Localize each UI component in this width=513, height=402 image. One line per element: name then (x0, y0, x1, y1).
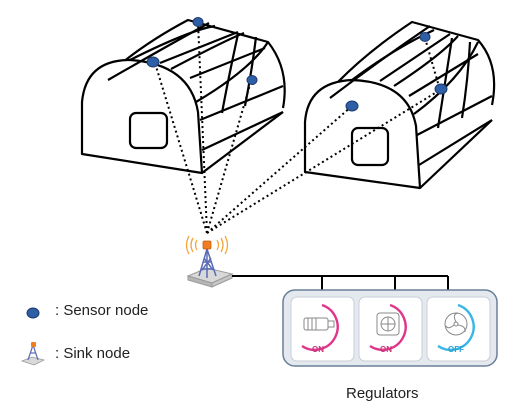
motor-icon (303, 317, 335, 331)
legend-sensor-icon (26, 307, 40, 319)
regulator-device-fan: OFF (426, 296, 491, 362)
regulators-panel: ON ON OFF (282, 289, 498, 367)
sensor-node (246, 75, 258, 85)
sensor-node (146, 56, 160, 68)
sink-node (185, 235, 234, 288)
fan-state: OFF (448, 345, 464, 354)
heater-state: ON (380, 345, 392, 354)
sensor-node (434, 83, 448, 95)
regulators-caption: Regulators (346, 385, 419, 402)
sensor-nodes (146, 17, 448, 112)
greenhouse-left (80, 18, 286, 175)
sensor-node (345, 100, 359, 112)
sensor-node (192, 17, 204, 27)
fan-icon (444, 312, 468, 336)
legend-sink-label: : Sink node (55, 345, 131, 362)
regulator-device-heater: ON (358, 296, 423, 362)
fan-heater-icon (376, 312, 400, 336)
legend-sensor-label: : Sensor node (55, 302, 149, 319)
legend (20, 307, 46, 366)
wireless-links (154, 21, 441, 234)
regulator-device-motor: ON (290, 296, 355, 362)
legend-sink-icon (20, 342, 46, 366)
sensor-node (419, 32, 431, 42)
motor-state: ON (312, 345, 324, 354)
greenhouse-right (303, 20, 496, 190)
